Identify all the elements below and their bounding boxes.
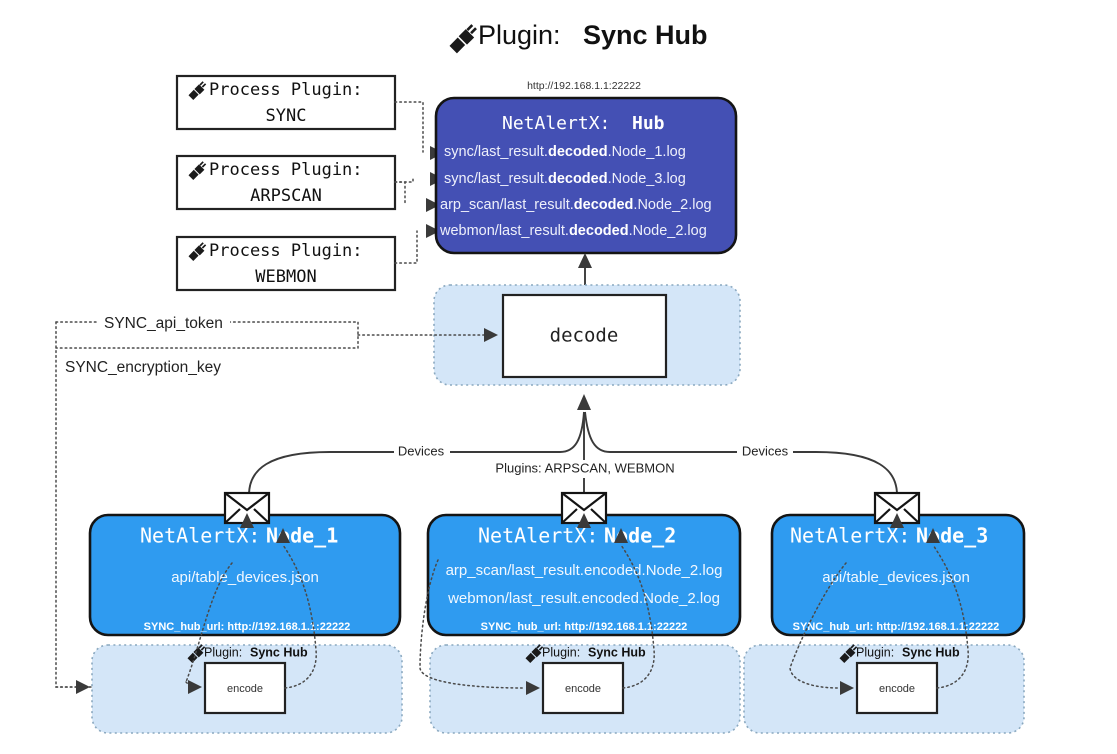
encode-label: encode bbox=[879, 683, 915, 695]
process-plugin-webmon[interactable]: Process Plugin: WEBMON bbox=[175, 235, 397, 292]
process-plugin-label: Process Plugin: bbox=[209, 80, 363, 100]
decode-panel: decode bbox=[433, 284, 741, 386]
process-plugin-label: Process Plugin: bbox=[209, 160, 363, 180]
node-hub-url: SYNC_hub_url: http://192.168.1.1:22222 bbox=[793, 621, 1000, 633]
encode-label: encode bbox=[227, 683, 263, 695]
encode-label: encode bbox=[565, 683, 601, 695]
api-token-label-bg bbox=[98, 312, 230, 332]
node-log-line: arp_scan/last_result.encoded.Node_2.log bbox=[446, 562, 723, 579]
encode-plugin-name: Sync Hub bbox=[588, 645, 646, 659]
process-plugin-name: SYNC bbox=[266, 106, 307, 126]
hub-log-row: sync/last_result.decoded.Node_3.log bbox=[444, 171, 686, 187]
node-log-line: api/table_devices.json bbox=[822, 569, 970, 586]
hub-log-row: webmon/last_result.decoded.Node_2.log bbox=[439, 223, 707, 239]
page-title-prefix: Plugin: bbox=[478, 20, 561, 50]
envelope-icon bbox=[873, 491, 921, 528]
process-plugin-sync[interactable]: Process Plugin: SYNC bbox=[175, 74, 397, 131]
node-log-line: api/table_devices.json bbox=[171, 569, 319, 586]
encode-plugin-prefix: Plugin: bbox=[856, 645, 894, 659]
envelope-icon bbox=[223, 491, 271, 528]
hub-log-row: sync/last_result.decoded.Node_1.log bbox=[444, 144, 686, 160]
node-title-name: Node_2 bbox=[604, 524, 676, 548]
hub-title-prefix: NetAlertX: bbox=[502, 113, 610, 134]
devices-right-bg bbox=[737, 443, 793, 460]
encode-panel-3: encode Plugin: Sync Hub bbox=[743, 643, 1025, 734]
encode-panel-1: encode Plugin: Sync Hub bbox=[91, 643, 403, 734]
hub-log-row: arp_scan/last_result.decoded.Node_2.log bbox=[440, 197, 712, 213]
edge-label-devices-right: Devices bbox=[742, 443, 789, 458]
devices-left-bg bbox=[394, 443, 450, 460]
node-box-1[interactable]: NetAlertX: Node_1 api/table_devices.json… bbox=[88, 513, 402, 637]
node-box-3[interactable]: NetAlertX: Node_3 api/table_devices.json… bbox=[770, 513, 1026, 637]
hub-title-name: Hub bbox=[632, 113, 665, 134]
encode-panel-2: encode Plugin: Sync Hub bbox=[429, 643, 741, 734]
sync-encryption-key-label: SYNC_encryption_key bbox=[65, 359, 221, 376]
hub-box[interactable]: NetAlertX: Hub sync/last_result.decoded.… bbox=[434, 96, 738, 255]
node-title-name: Node_1 bbox=[266, 524, 338, 548]
node-box-2[interactable]: NetAlertX: Node_2 arp_scan/last_result.e… bbox=[426, 513, 742, 637]
hub-url-label: http://192.168.1.1:22222 bbox=[527, 80, 641, 92]
plugins-mid-bg bbox=[502, 460, 670, 478]
process-plugin-name: ARPSCAN bbox=[250, 186, 322, 206]
encode-plugin-name: Sync Hub bbox=[902, 645, 960, 659]
encode-flow-connectors bbox=[185, 528, 969, 695]
sync-api-token-label: SYNC_api_token bbox=[104, 315, 223, 332]
node-title-name: Node_3 bbox=[916, 524, 988, 548]
encode-plugin-prefix: Plugin: bbox=[204, 645, 242, 659]
node-log-line: webmon/last_result.encoded.Node_2.log bbox=[447, 590, 720, 607]
decode-label: decode bbox=[550, 325, 619, 347]
process-plugin-label: Process Plugin: bbox=[209, 241, 363, 261]
node-to-decode-edges bbox=[248, 394, 898, 496]
edge-label-plugins-middle: Plugins: ARPSCAN, WEBMON bbox=[495, 460, 674, 475]
encryption-key-label-bg bbox=[60, 358, 230, 378]
node-hub-url: SYNC_hub_url: http://192.168.1.1:22222 bbox=[144, 621, 351, 633]
process-plugin-name: WEBMON bbox=[255, 267, 316, 287]
encode-plugin-prefix: Plugin: bbox=[542, 645, 580, 659]
page-title-name: Sync Hub bbox=[583, 20, 708, 50]
envelope-icon bbox=[560, 491, 608, 528]
page-title: Plugin: Sync Hub bbox=[448, 20, 708, 55]
node-hub-url: SYNC_hub_url: http://192.168.1.1:22222 bbox=[481, 621, 688, 633]
encode-plugin-name: Sync Hub bbox=[250, 645, 308, 659]
edge-label-devices-left: Devices bbox=[398, 443, 445, 458]
process-plugin-arpscan[interactable]: Process Plugin: ARPSCAN bbox=[175, 154, 397, 211]
